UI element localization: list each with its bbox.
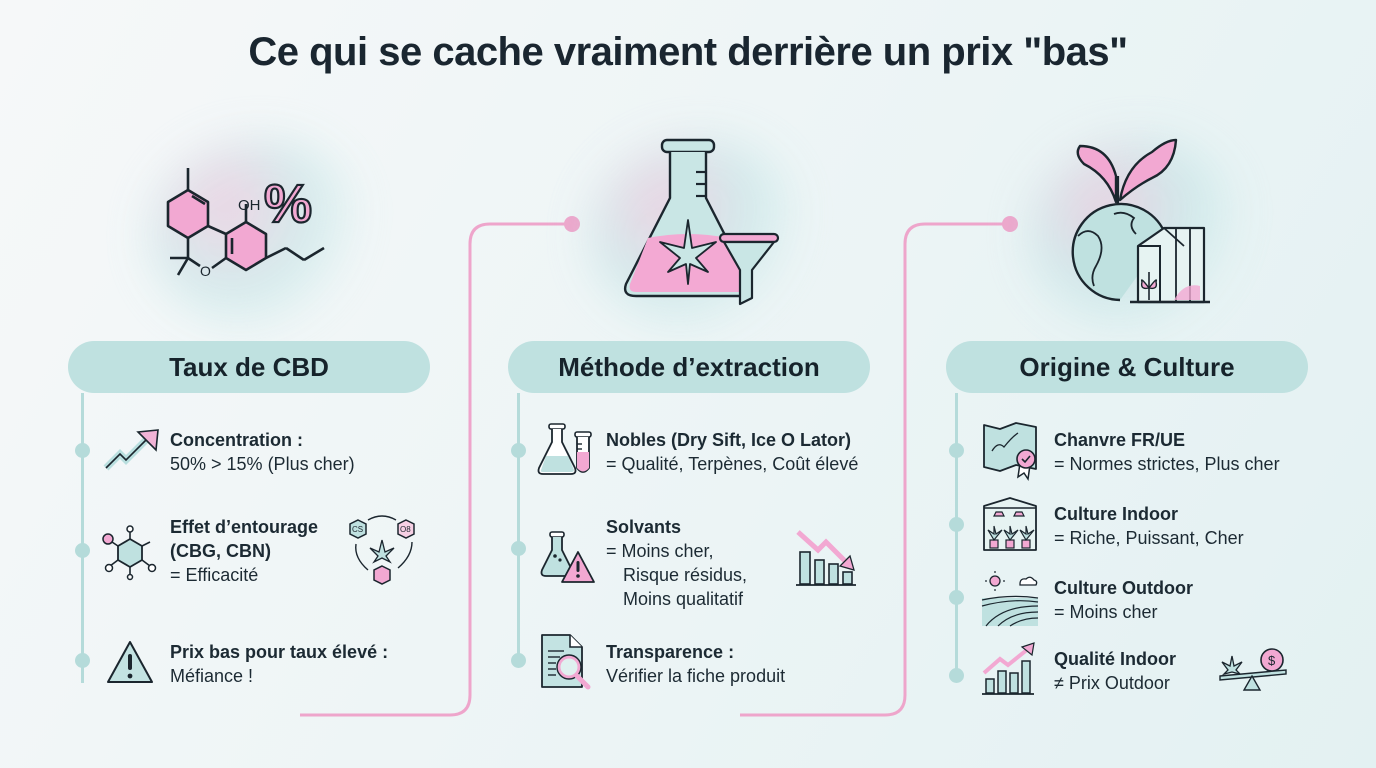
item-description: = Riche, Puissant, Cher	[1054, 528, 1244, 548]
page-title: Ce qui se cache vraiment derrière un pri…	[248, 30, 1128, 74]
flask-tube-icon	[537, 423, 592, 475]
timeline-dot	[75, 443, 90, 458]
document-search-icon	[541, 634, 591, 690]
item-heading: Prix bas pour taux élevé :	[170, 642, 389, 662]
item-description: 50% > 15% (Plus cher)	[170, 454, 355, 474]
svg-text:OH: OH	[238, 197, 261, 214]
item-description: = Qualité, Terpènes, Coût élevé	[606, 454, 859, 474]
cannabinoid-cycle-icon: CS O8	[349, 515, 415, 585]
warning-icon	[107, 641, 153, 683]
item-heading: Culture Outdoor	[1054, 578, 1193, 598]
item-heading: Qualité Indoor	[1054, 649, 1177, 669]
svg-text:CS: CS	[352, 525, 363, 534]
map-certified-icon	[983, 422, 1037, 482]
trend-up-chart-icon	[982, 642, 1035, 695]
outdoor-field-icon	[981, 571, 1039, 627]
column-header-label: Taux de CBD	[169, 351, 329, 382]
timeline-line	[517, 393, 520, 663]
flask-warning-icon	[540, 531, 595, 583]
molecule-icon	[102, 525, 157, 581]
timeline-dot	[949, 443, 964, 458]
item-heading: Effet d’entourage	[170, 517, 319, 537]
timeline-dot	[511, 653, 526, 668]
column-header: Origine & Culture	[946, 341, 1308, 393]
item-description: Vérifier la fiche produit	[606, 666, 786, 686]
item-description: = Moins cher	[1054, 602, 1158, 622]
timeline-line	[955, 393, 958, 673]
molecule-percent-icon: OH O %	[166, 168, 325, 279]
trend-up-arrow-icon	[103, 429, 159, 471]
item-description: = Normes strictes, Plus cher	[1054, 454, 1280, 474]
item-description: Risque résidus,	[623, 565, 748, 585]
item-heading: Concentration :	[170, 430, 303, 450]
svg-text:O8: O8	[400, 525, 411, 534]
svg-text:%: %	[264, 174, 312, 234]
timeline-line	[81, 393, 84, 683]
timeline-dot	[949, 668, 964, 683]
column-header-label: Origine & Culture	[1019, 351, 1235, 382]
timeline-dot	[949, 590, 964, 605]
balance-scale-icon: $	[1219, 648, 1287, 691]
item-description: Moins qualitatif	[623, 589, 744, 609]
item-description: ≠ Prix Outdoor	[1054, 673, 1170, 693]
item-description: Méfiance !	[170, 666, 254, 686]
trend-down-chart-icon	[796, 530, 856, 586]
item-heading: Nobles (Dry Sift, Ice O Lator)	[606, 430, 852, 450]
indoor-grow-icon	[983, 497, 1037, 551]
item-heading-line2: (CBG, CBN)	[170, 541, 271, 561]
timeline-dot	[75, 543, 90, 558]
item-heading: Transparence :	[606, 642, 735, 662]
item-heading: Culture Indoor	[1054, 504, 1178, 524]
svg-text:O: O	[200, 263, 211, 279]
item-heading: Chanvre FR/UE	[1054, 430, 1186, 450]
timeline-dot	[949, 517, 964, 532]
column-header: Méthode d’extraction	[508, 341, 870, 393]
item-heading: Solvants	[606, 517, 682, 537]
timeline-dot	[75, 653, 90, 668]
svg-text:$: $	[1268, 653, 1276, 668]
timeline-dot	[511, 443, 526, 458]
item-description: = Efficacité	[170, 565, 259, 585]
timeline-dot	[511, 541, 526, 556]
flask-funnel-icon	[623, 138, 780, 306]
column-header-label: Méthode d’extraction	[558, 351, 820, 382]
column-header: Taux de CBD	[68, 341, 430, 393]
globe-sprout-greenhouse-icon	[1071, 138, 1210, 304]
item-description: = Moins cher,	[606, 541, 714, 561]
